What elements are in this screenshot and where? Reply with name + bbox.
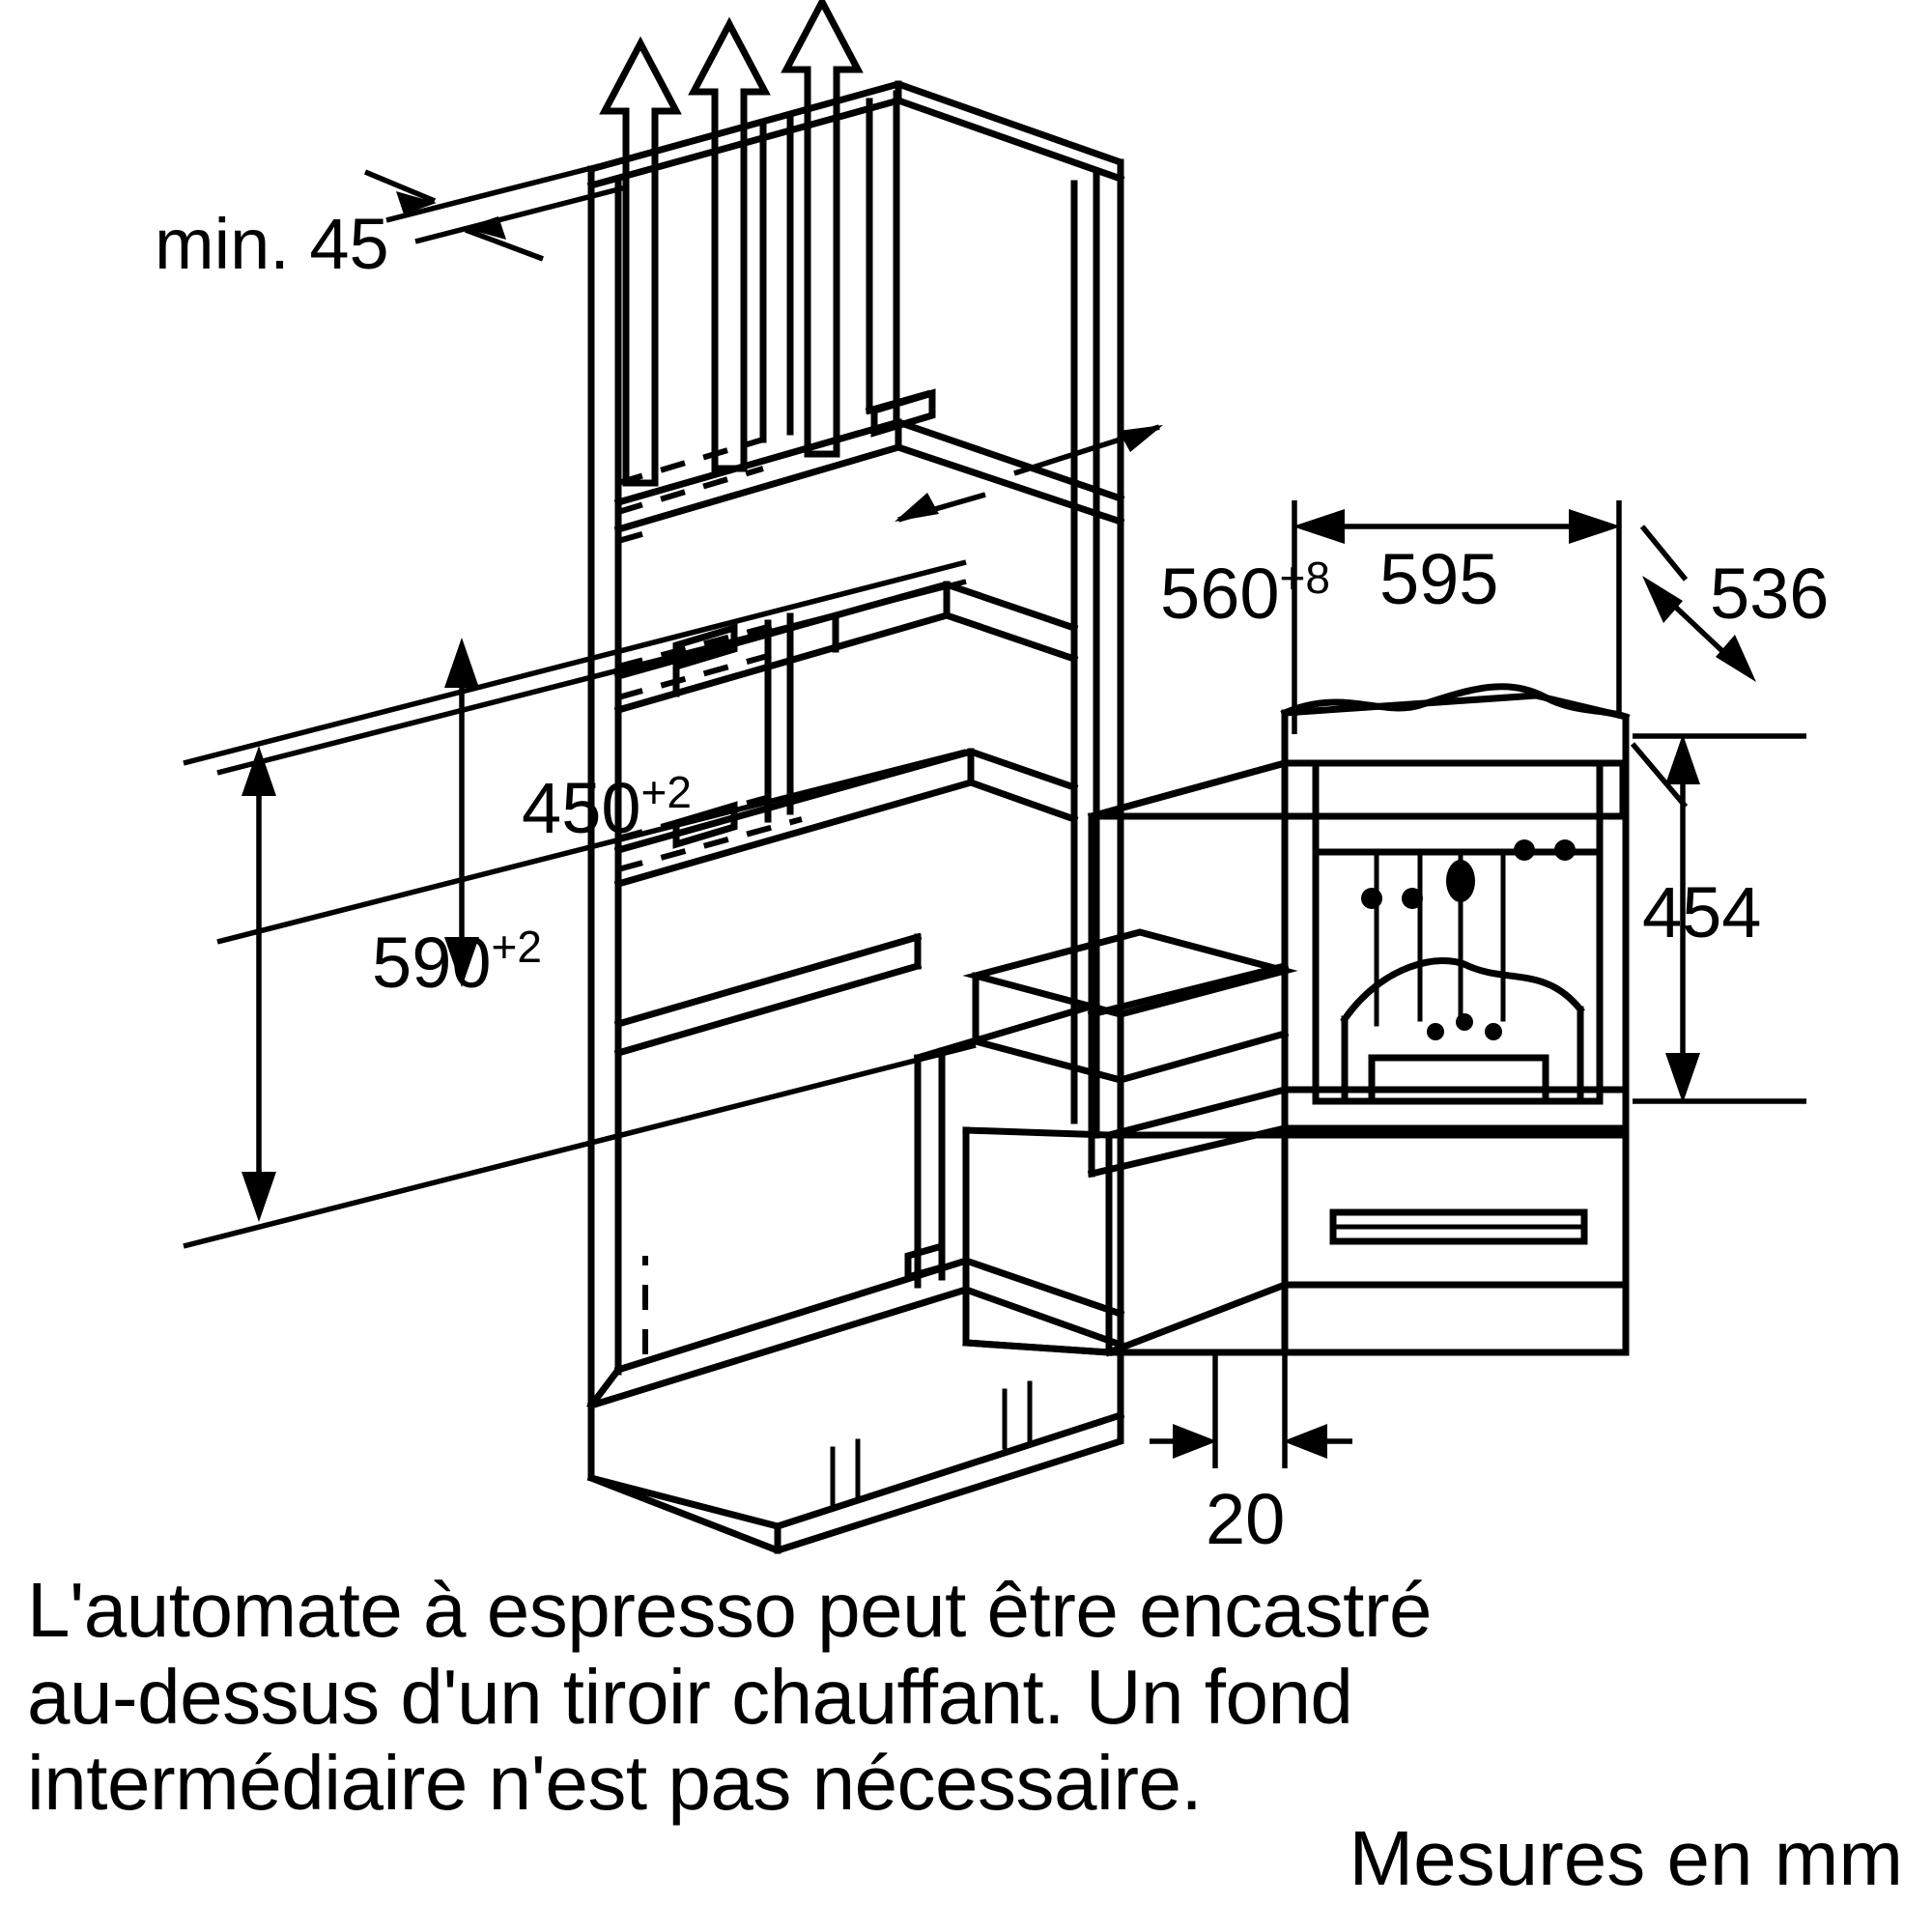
espresso-machine (962, 683, 1631, 1179)
dimension-label-590: 590+2 (193, 897, 681, 1003)
dimension-label-595: 595 (1379, 539, 1498, 619)
dimension-label-min45: min. 45 (155, 204, 389, 284)
dimension-label-560: 560+8 (981, 528, 1469, 634)
dimension-560: 560+8 (895, 424, 1469, 634)
dimension-590: 590+2 (183, 559, 977, 1249)
cabinet-housing (586, 80, 1125, 1554)
dimension-label-20: 20 (1206, 1479, 1285, 1559)
dimension-450: 450+2 (216, 579, 967, 987)
dimension-595: 595 (1292, 500, 1622, 734)
dimension-20: 20 (1150, 1352, 1352, 1559)
dimension-536: 536 (1630, 525, 1829, 809)
dimension-label-454: 454 (1642, 872, 1761, 952)
ventilation-arrows (599, 0, 864, 487)
dimension-label-536: 536 (1710, 554, 1829, 634)
dimension-min-45: min. 45 (155, 163, 627, 284)
dimension-454: 454 (1633, 733, 1806, 1104)
dimension-label-450: 450+2 (343, 743, 831, 848)
warming-drawer (962, 1086, 1630, 1357)
